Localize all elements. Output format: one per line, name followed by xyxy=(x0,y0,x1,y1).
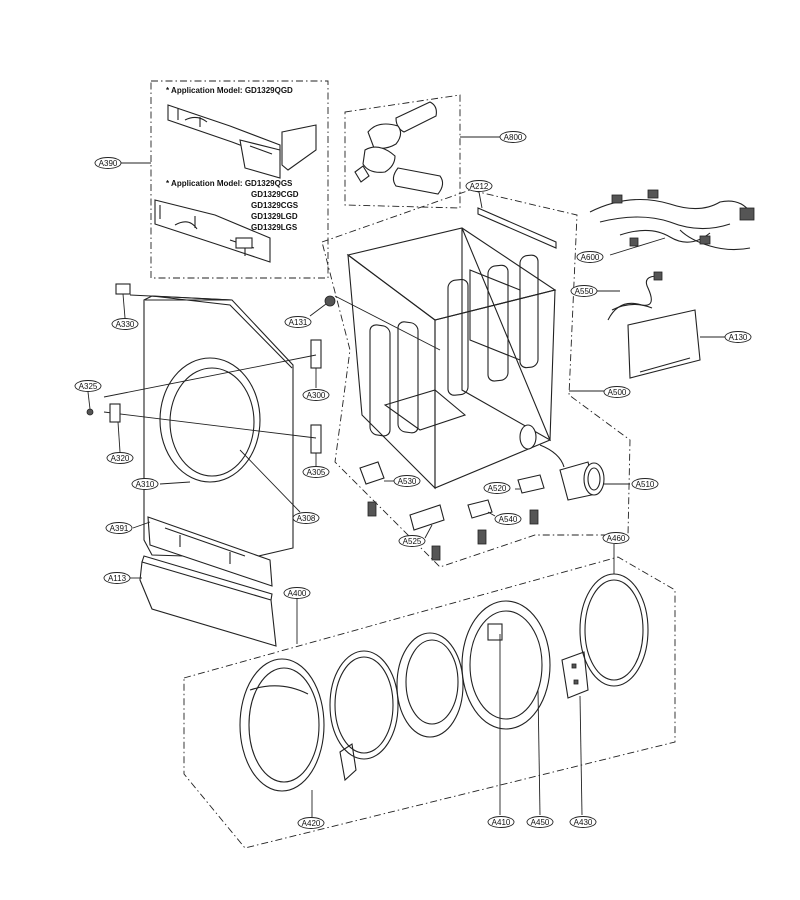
callout-a800: A800 xyxy=(499,131,527,143)
callout-a520-label: A520 xyxy=(488,484,507,493)
note-1: * Application Model: GD1329QGD xyxy=(166,86,293,95)
callout-a131-label: A131 xyxy=(289,318,308,327)
part-door-gasket-ring xyxy=(329,650,399,760)
part-a330-clip xyxy=(115,283,131,295)
part-a310-front-panel xyxy=(129,294,294,559)
callout-a430: A430 xyxy=(569,816,597,828)
part-door-glass xyxy=(396,632,464,738)
callout-a390-label: A390 xyxy=(99,159,118,168)
part-a300-hinge xyxy=(103,339,322,398)
callout-a550-label: A550 xyxy=(575,287,594,296)
callout-a130-label: A130 xyxy=(729,333,748,342)
callout-a400: A400 xyxy=(283,587,311,599)
part-a212-rail xyxy=(477,207,557,249)
callout-a113: A113 xyxy=(103,572,131,584)
callout-a300-label: A300 xyxy=(307,391,326,400)
part-a131-knob xyxy=(324,295,336,307)
part-a420-outer-door xyxy=(239,658,325,817)
callout-a320-label: A320 xyxy=(111,454,130,463)
part-a430-hinge-plate xyxy=(561,651,589,816)
callout-a325: A325 xyxy=(74,380,102,392)
callout-labels: A390 A800 A212 A600 A550 A130 A330 A131 … xyxy=(74,131,752,829)
callout-a500-label: A500 xyxy=(608,388,627,397)
group-boundaries xyxy=(150,80,676,849)
callout-a305: A305 xyxy=(302,466,330,478)
callout-a500: A500 xyxy=(603,386,631,398)
callout-a525-label: A525 xyxy=(403,537,422,546)
callout-a400-label: A400 xyxy=(288,589,307,598)
note-2-model: GD1329LGS xyxy=(251,223,298,232)
note-2-head: * Application Model: GD1329QGS xyxy=(166,179,293,188)
callout-a391: A391 xyxy=(105,522,133,534)
callout-a212-label: A212 xyxy=(470,182,489,191)
callout-a113-label: A113 xyxy=(108,574,127,583)
callout-a308-label: A308 xyxy=(297,514,316,523)
part-a305-hinge xyxy=(103,411,322,466)
note-2-model: GD1329CGD xyxy=(251,190,299,199)
note-2-model: GD1329LGD xyxy=(251,212,298,221)
part-a420-handle xyxy=(339,743,357,782)
callout-a410-label: A410 xyxy=(492,818,511,827)
part-a130-cover xyxy=(627,309,701,379)
callout-a450-label: A450 xyxy=(531,818,550,827)
part-a500-cabinet xyxy=(346,227,557,490)
callout-a320: A320 xyxy=(106,452,134,464)
part-a460-gasket xyxy=(579,544,649,687)
callout-a800-label: A800 xyxy=(504,133,523,142)
callout-a325-label: A325 xyxy=(79,382,98,391)
callout-a430-label: A430 xyxy=(574,818,593,827)
callout-a300: A300 xyxy=(302,389,330,401)
part-a390-bracket-bottom xyxy=(154,199,271,263)
part-a800-duct xyxy=(354,101,444,195)
callout-a550: A550 xyxy=(570,285,598,297)
callout-a390: A390 xyxy=(94,157,122,169)
callout-a540-label: A540 xyxy=(499,515,518,524)
callout-a460-label: A460 xyxy=(607,534,626,543)
callout-a530: A530 xyxy=(393,475,421,487)
part-a450-inner-door xyxy=(461,600,551,816)
callout-a525: A525 xyxy=(398,535,426,547)
base-hardware xyxy=(359,461,545,561)
callout-a540: A540 xyxy=(494,513,522,525)
part-a320-latch xyxy=(109,403,121,453)
callout-a510: A510 xyxy=(631,478,659,490)
note-2-model: GD1329CGS xyxy=(251,201,299,210)
part-a510-exhaust xyxy=(539,444,605,501)
callout-a308: A308 xyxy=(292,512,320,524)
callout-a600-label: A600 xyxy=(581,253,600,262)
part-a391-bracket xyxy=(147,516,273,587)
part-a550-cord xyxy=(607,271,663,321)
callout-a410: A410 xyxy=(487,816,515,828)
part-a113-kick-panel xyxy=(139,555,277,647)
callout-a131: A131 xyxy=(284,316,312,328)
callout-a305-label: A305 xyxy=(307,468,326,477)
part-a390-bracket-top xyxy=(167,104,317,179)
callout-a391-label: A391 xyxy=(110,524,129,533)
callout-a130: A130 xyxy=(724,331,752,343)
callout-a212: A212 xyxy=(465,180,493,192)
part-a600-harness xyxy=(589,189,755,251)
callout-a530-label: A530 xyxy=(398,477,417,486)
callout-a520: A520 xyxy=(483,482,511,494)
callout-a510-label: A510 xyxy=(636,480,655,489)
callout-a310-label: A310 xyxy=(136,480,155,489)
callout-a420-label: A420 xyxy=(302,819,321,828)
callout-a330-label: A330 xyxy=(116,320,135,329)
callout-a310: A310 xyxy=(131,478,159,490)
callout-a460: A460 xyxy=(602,532,630,544)
callout-a450: A450 xyxy=(526,816,554,828)
callout-a600: A600 xyxy=(576,251,604,263)
part-a325-screw xyxy=(86,391,94,416)
application-notes: * Application Model: GD1329QGD * Applica… xyxy=(166,86,299,232)
callout-a330: A330 xyxy=(111,318,139,330)
callout-a420: A420 xyxy=(297,817,325,829)
